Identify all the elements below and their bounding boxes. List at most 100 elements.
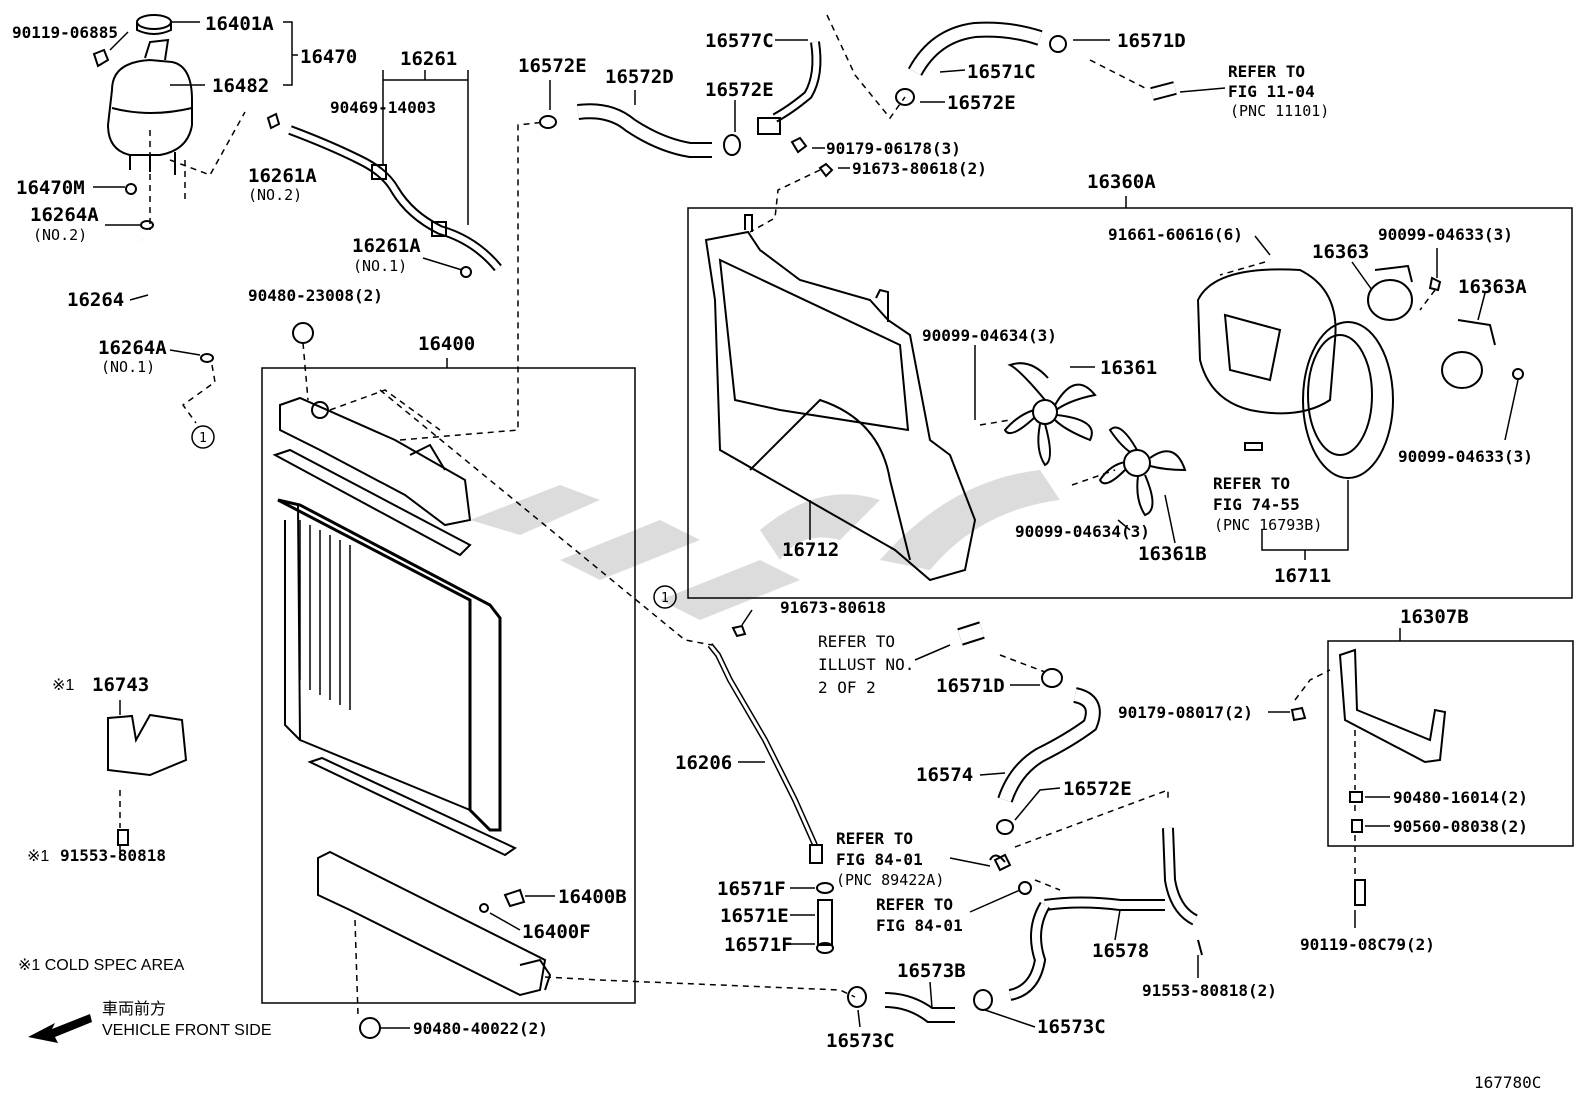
label-16572E-d: 16572E — [1063, 778, 1132, 800]
label-91673-80618-2: 91673-80618(2) — [852, 159, 987, 178]
label-16470M: 16470M — [16, 177, 85, 199]
label-16712: 16712 — [782, 539, 839, 561]
label-90119-06885: 90119-06885 — [12, 23, 118, 42]
label-90469-14003: 90469-14003 — [330, 98, 436, 117]
label-90099-04634-a: 90099-04634(3) — [922, 326, 1057, 345]
label-16400B: 16400B — [558, 886, 627, 908]
drain-parts — [479, 888, 526, 913]
label-90480-23008: 90480-23008(2) — [248, 286, 383, 305]
radiator-core — [272, 322, 552, 1039]
vehicle-front-japanese: 車両前方 — [102, 1000, 166, 1018]
label-16363A: 16363A — [1458, 276, 1527, 298]
circle-ref-1-mid-text: 1 — [661, 591, 669, 606]
fan-16361 — [1003, 362, 1097, 467]
label-16571D-mid: 16571D — [936, 675, 1005, 697]
cold-spec-cover-16743 — [107, 713, 188, 846]
refer-74-55-line2: FIG 74-55 — [1213, 495, 1300, 514]
label-16571C: 16571C — [967, 61, 1036, 83]
refer-illust-line2: ILLUST NO. — [818, 655, 914, 674]
fan-16361B — [1098, 426, 1187, 517]
label-16482: 16482 — [212, 75, 269, 97]
refer-84-01a-line2: FIG 84-01 — [836, 850, 923, 869]
refer-11-04-line1: REFER TO — [1228, 62, 1305, 81]
refer-74-55-line1: REFER TO — [1213, 474, 1290, 493]
watermark-logo — [470, 470, 1060, 620]
label-16572E-a: 16572E — [518, 55, 587, 77]
label-91661-60616: 91661-60616(6) — [1108, 225, 1243, 244]
refer-illust-line1: REFER TO — [818, 632, 895, 651]
label-16361B: 16361B — [1138, 543, 1207, 565]
refer-84-01b-line2: FIG 84-01 — [876, 916, 963, 935]
label-16572E-b: 16572E — [705, 79, 774, 101]
vehicle-front-arrow-icon — [28, 1014, 92, 1043]
lower-hoses — [816, 621, 1203, 1023]
label-16572E-c: 16572E — [947, 92, 1016, 114]
label-16261A-no2: 16261A — [248, 165, 317, 187]
circle-ref-1-mid — [653, 585, 677, 609]
upper-hoses — [539, 21, 1177, 178]
label-16578: 16578 — [1092, 940, 1149, 962]
label-16470: 16470 — [300, 46, 357, 68]
label-16577C: 16577C — [705, 30, 774, 52]
label-16571D-top: 16571D — [1117, 30, 1186, 52]
label-90119-08C79: 90119-08C79(2) — [1300, 935, 1435, 954]
hose-16264 — [125, 183, 214, 363]
label-16571F-b: 16571F — [724, 934, 793, 956]
label-90179-08017: 90179-08017(2) — [1118, 703, 1253, 722]
label-90179-06178: 90179-06178(3) — [826, 139, 961, 158]
dashed-connectors — [119, 14, 1436, 1016]
label-16711: 16711 — [1274, 565, 1331, 587]
label-16264: 16264 — [67, 289, 124, 311]
label-16571F-a: 16571F — [717, 878, 786, 900]
label-16360A: 16360A — [1087, 171, 1156, 193]
label-16264A-no2-sub: (NO.2) — [33, 226, 87, 244]
label-16261A-no1-sub: (NO.1) — [353, 257, 407, 275]
label-16574: 16574 — [916, 764, 973, 786]
pipe-16206 — [707, 624, 823, 864]
refer-84-01a-line3: (PNC 89422A) — [836, 871, 944, 889]
label-16401A: 16401A — [205, 13, 274, 35]
label-90099-04633-bot: 90099-04633(3) — [1398, 447, 1533, 466]
bracket-16307B — [1290, 648, 1447, 906]
refer-11-04-line3: (PNC 11101) — [1230, 102, 1329, 120]
label-90099-04633-top: 90099-04633(3) — [1378, 225, 1513, 244]
label-16261A-no2-sub: (NO.2) — [248, 186, 302, 204]
label-16573C-a: 16573C — [826, 1030, 895, 1052]
label-16261: 16261 — [400, 48, 457, 70]
hose-16261 — [266, 112, 502, 278]
circle-ref-1-left — [191, 425, 215, 449]
label-16573C-b: 16573C — [1037, 1016, 1106, 1038]
radiator-group-box — [261, 367, 636, 1004]
refer-84-01a-line1: REFER TO — [836, 829, 913, 848]
label-16261A-no1: 16261A — [352, 235, 421, 257]
bracket-group-box — [1327, 640, 1574, 847]
fan-shroud-16711 — [1196, 268, 1394, 479]
label-16264A-no1: 16264A — [98, 337, 167, 359]
part-labels: 16401A 90119-06885 16470 16482 16261 904… — [12, 13, 1541, 1092]
fan-shroud-group-box — [687, 207, 1573, 599]
label-90480-40022: 90480-40022(2) — [413, 1019, 548, 1038]
label-91673-80618: 91673-80618 — [780, 598, 886, 617]
label-16264A-no2: 16264A — [30, 204, 99, 226]
label-16206: 16206 — [675, 752, 732, 774]
label-16361: 16361 — [1100, 357, 1157, 379]
figure-id: 167780C — [1474, 1073, 1541, 1092]
fan-motor-16363A — [1441, 319, 1524, 389]
cold-spec-mark-91553: ※1 — [27, 848, 49, 865]
circle-ref-1-left-text: 1 — [199, 431, 207, 446]
label-16571E: 16571E — [720, 905, 789, 927]
label-91553-80818-2: 91553-80818(2) — [1142, 981, 1277, 1000]
label-16743: 16743 — [92, 674, 149, 696]
label-16400F: 16400F — [522, 921, 591, 943]
vehicle-front-english: VEHICLE FRONT SIDE — [102, 1022, 272, 1039]
cold-spec-mark-16743: ※1 — [52, 677, 74, 694]
label-16363: 16363 — [1312, 241, 1369, 263]
label-90480-16014: 90480-16014(2) — [1393, 788, 1528, 807]
label-16307B: 16307B — [1400, 606, 1469, 628]
leader-lines — [93, 21, 1519, 1029]
refer-11-04-line2: FIG 11-04 — [1228, 82, 1315, 101]
label-90099-04634-b: 90099-04634(3) — [1015, 522, 1150, 541]
label-91553-80818: 91553-80818 — [60, 846, 166, 865]
refer-illust-line3: 2 OF 2 — [818, 678, 876, 697]
